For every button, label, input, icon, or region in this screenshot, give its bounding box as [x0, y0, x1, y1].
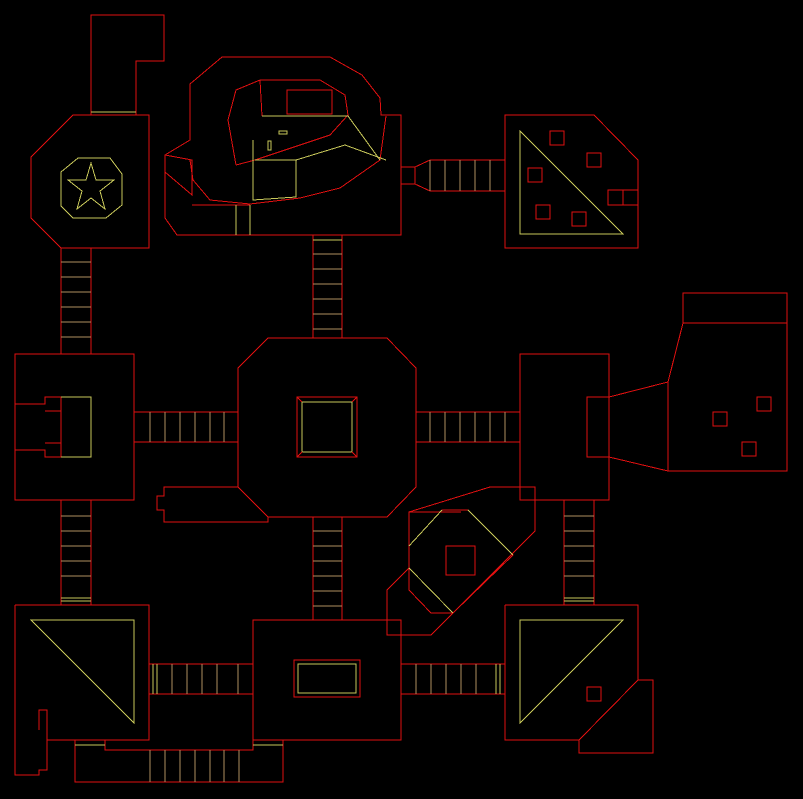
spiral-alcove [286, 89, 333, 115]
spiral-side-wedge [164, 154, 193, 197]
south-room [252, 619, 402, 741]
corridor-west-north [60, 248, 92, 354]
spiral-step-outer [252, 140, 387, 201]
spiral-outer-wall [164, 56, 402, 236]
hub-wall [237, 337, 417, 518]
spiral-lever [267, 140, 272, 151]
west-room-wall [14, 353, 135, 501]
south-room-wall [252, 619, 402, 741]
spiral-step-inner [262, 115, 381, 161]
diag-pillar [445, 545, 476, 576]
sw-room-wall [14, 604, 284, 783]
ne-triangle-platform [519, 129, 625, 235]
hub-pillar [296, 396, 358, 458]
east-room-door [586, 396, 610, 458]
sw-triangle-platform [29, 619, 135, 725]
west-room-step [61, 396, 92, 458]
se-diagonal-room [386, 486, 536, 636]
corridor-north [312, 235, 343, 338]
diag-room-wall [386, 486, 536, 636]
nw-chimney-wall [90, 14, 165, 116]
central-hub [156, 337, 417, 523]
nw-room-wall [30, 114, 150, 249]
diag-inner-wall [408, 509, 514, 614]
corridor-west-center [134, 411, 238, 443]
ne-room-notch [607, 189, 639, 206]
corridor-north-east [401, 159, 505, 192]
se-triangle-room [504, 604, 654, 754]
ne-room-wall [504, 114, 639, 249]
ne-triangle-room [504, 114, 639, 249]
spiral-ledge [259, 79, 263, 117]
corridor-south [312, 517, 343, 620]
corridor-south-west [149, 663, 253, 695]
spiral-coil-wall [227, 79, 349, 166]
corridor-south-east [401, 663, 505, 695]
spiral-switch [278, 130, 288, 135]
se-room-wall [504, 604, 654, 754]
spiral-inner-wall [189, 115, 387, 205]
hub-pillar-inner [301, 401, 353, 453]
corridor-east-center [416, 411, 520, 443]
se-triangle-platform [519, 619, 625, 725]
nw-tower-room [30, 14, 165, 249]
south-room-switch-plate [293, 659, 361, 698]
south-room-switch [297, 663, 357, 694]
east-room-wall [519, 353, 610, 501]
corridor-east-south [563, 500, 595, 605]
corridor-west-south [60, 500, 92, 605]
sw-triangle-room [14, 604, 284, 783]
star-pedestal-outline [60, 157, 123, 219]
star-icon [66, 161, 116, 211]
east-room [519, 292, 788, 501]
west-room [14, 353, 135, 501]
far-east-passage [608, 292, 788, 472]
hub-sw-ledge [156, 486, 269, 523]
north-spiral-room [164, 56, 402, 236]
